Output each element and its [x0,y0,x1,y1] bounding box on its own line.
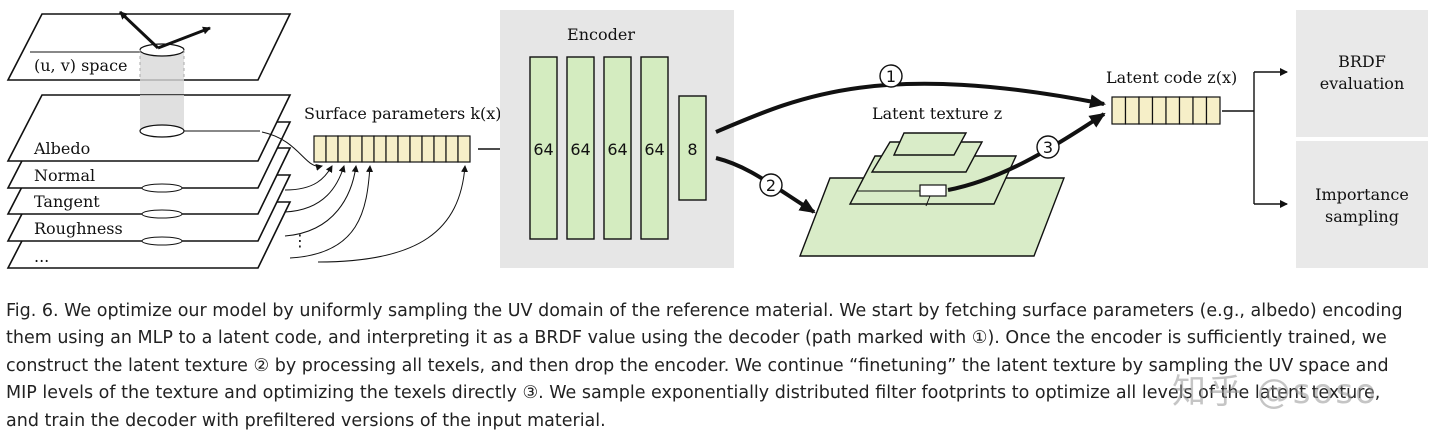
vertical-dots: ⋮ [292,231,308,250]
svg-text:sampling: sampling [1325,207,1399,226]
svg-text:8: 8 [687,140,697,159]
layer-label-albedo: Albedo [33,139,90,158]
caption-line-4: MIP levels of the texture and optimizing… [6,383,1381,404]
latent-code-label: Latent code z(x) [1106,68,1237,87]
caption-line-3: construct the latent texture ② by proces… [6,355,1389,376]
figure-caption: Fig. 6. We optimize our model by uniform… [6,298,1431,435]
path-2-arrow [715,156,816,214]
latent-code-cell [1178,96,1194,125]
caption-line-1: Fig. 6. We optimize our model by uniform… [6,301,1403,321]
svg-text:64: 64 [607,140,627,159]
latent-code-cell [1138,96,1154,125]
normal-tangent-arrows-icon [118,10,211,50]
path-marker-1: 1 [879,64,903,88]
caption-line-2: them using an MLP to a latent code, and … [6,328,1387,349]
latent-code-cell [1165,96,1181,125]
encoder-layer-3: 64 [603,56,632,240]
path-1-arrow [715,81,1106,134]
svg-text:Importance: Importance [1315,185,1409,204]
surface-parameter-cell [325,135,339,163]
svg-text:evaluation: evaluation [1320,74,1405,93]
layer-label-etc: ... [34,247,49,266]
surface-parameter-cell [385,135,399,163]
parameter-layer-stack: ... Roughness Tangent Normal Albedo [6,94,292,269]
layer-label-normal: Normal [34,166,95,185]
svg-text:1: 1 [886,67,896,86]
svg-text:BRDF: BRDF [1338,52,1386,71]
encoder-layer-1: 64 [529,56,558,240]
encoder-title: Encoder [567,25,635,44]
encoder-layer-4: 64 [640,56,669,240]
surface-parameter-cell [421,135,435,163]
surface-parameter-cell [361,135,375,163]
surface-parameter-cell [349,135,363,163]
surface-parameter-cell [397,135,411,163]
path-marker-2: 2 [759,173,783,197]
layer-label-tangent: Tangent [34,192,100,211]
surface-parameter-cell [313,135,327,163]
surface-parameter-cell [457,135,471,163]
mip-level-3 [892,132,968,156]
pipeline-diagram: (u, v) space ... Roughness Tangent Norma… [6,10,1428,269]
fetch-curves [261,131,469,263]
importance-sampling-box: Importance sampling [1296,141,1428,268]
svg-text:3: 3 [1043,138,1053,157]
layer-albedo: Albedo [6,94,292,162]
latent-texture-pyramid: Latent texture z [798,104,1066,257]
latent-code-cell [1151,96,1167,125]
latent-texture-label: Latent texture z [872,104,1002,123]
encoder-layer-2: 64 [566,56,595,240]
svg-text:64: 64 [533,140,553,159]
latent-code-vector: Latent code z(x) [1106,68,1237,125]
brdf-evaluation-box: BRDF evaluation [1296,10,1428,137]
surface-parameter-cell [337,135,351,163]
surface-parameter-cell [409,135,423,163]
latent-code-cell [1205,96,1221,125]
surface-parameters-label: Surface parameters k(x) [304,104,502,123]
sampled-texel [919,184,947,197]
latent-code-cell [1111,96,1127,125]
svg-text:64: 64 [644,140,664,159]
layer-label-roughness: Roughness [34,219,123,238]
path-3-arrow [947,112,1106,192]
uv-space-label: (u, v) space [34,56,128,75]
encoder-panel: Encoder 64 64 64 64 8 [500,10,734,268]
output-branch-arrows [1222,68,1288,208]
surface-parameter-cell [373,135,387,163]
latent-code-cell [1192,96,1208,125]
caption-line-5: and train the decoder with prefiltered v… [6,410,606,431]
watermark: 知乎 @soso [1172,372,1378,412]
latent-code-cell [1124,96,1140,125]
surface-parameters-vector: Surface parameters k(x) [304,104,502,163]
path-marker-3: 3 [1036,135,1060,159]
surface-parameter-cell [433,135,447,163]
surface-parameter-cell [445,135,459,163]
encoder-layer-5: 8 [678,95,707,201]
svg-text:64: 64 [570,140,590,159]
svg-text:2: 2 [766,176,776,195]
